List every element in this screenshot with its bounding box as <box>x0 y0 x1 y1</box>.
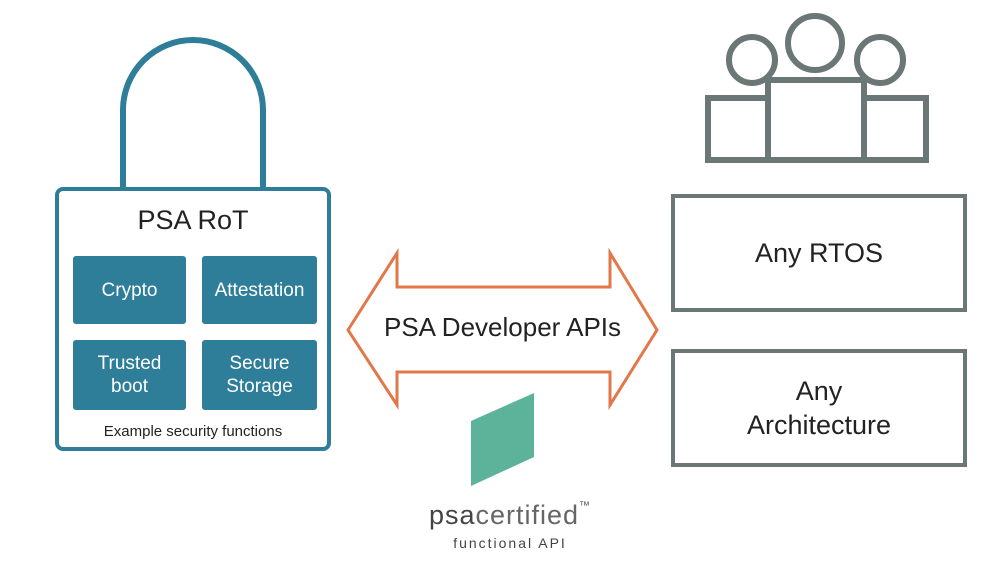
crypto-box: Crypto <box>73 256 186 324</box>
architecture-label: Any Architecture <box>746 376 892 440</box>
rtos-label: Any RTOS <box>754 238 884 268</box>
logo-brand-bold: psa <box>428 500 476 530</box>
logo-trademark: ™ <box>579 500 592 512</box>
secure-storage-box: Secure Storage <box>202 340 317 410</box>
lock-caption: Example security functions <box>103 423 283 440</box>
logo-subtitle: functional API <box>453 535 567 551</box>
lock-title: PSA RoT <box>137 205 249 235</box>
trusted-boot-box: Trusted boot <box>73 340 186 410</box>
arrow-label: PSA Developer APIs <box>383 312 622 342</box>
attestation-box: Attestation <box>202 256 317 324</box>
logo-brand-light: certified <box>475 500 580 530</box>
logo-wordmark: psacertified™ <box>400 500 620 531</box>
crypto-label: Crypto <box>101 279 158 301</box>
rtos-box: Any RTOS <box>671 194 967 312</box>
trusted-boot-label: Trusted boot <box>97 353 162 397</box>
architecture-box: Any Architecture <box>671 349 967 467</box>
attestation-label: Attestation <box>214 279 305 301</box>
secure-storage-label: Secure Storage <box>226 353 293 397</box>
